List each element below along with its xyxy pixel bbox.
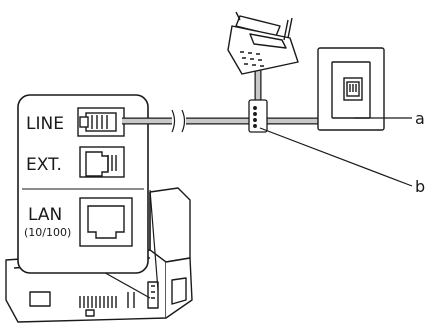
telephone-icon	[227, 11, 299, 75]
ext-port	[79, 146, 125, 178]
lan-label: LAN	[28, 205, 62, 225]
lan-port	[79, 197, 133, 247]
callout-b	[259, 127, 413, 187]
line-label: LINE	[26, 114, 64, 134]
zoom-callout-lines	[99, 189, 159, 299]
splitter	[248, 99, 268, 133]
callout-a-label: a	[415, 109, 425, 128]
callout-b-label: b	[415, 177, 425, 196]
line-port	[77, 107, 125, 137]
wall-jack	[317, 47, 385, 131]
lan-speed-label: (10/100)	[24, 226, 71, 239]
ext-label: EXT.	[26, 155, 62, 175]
